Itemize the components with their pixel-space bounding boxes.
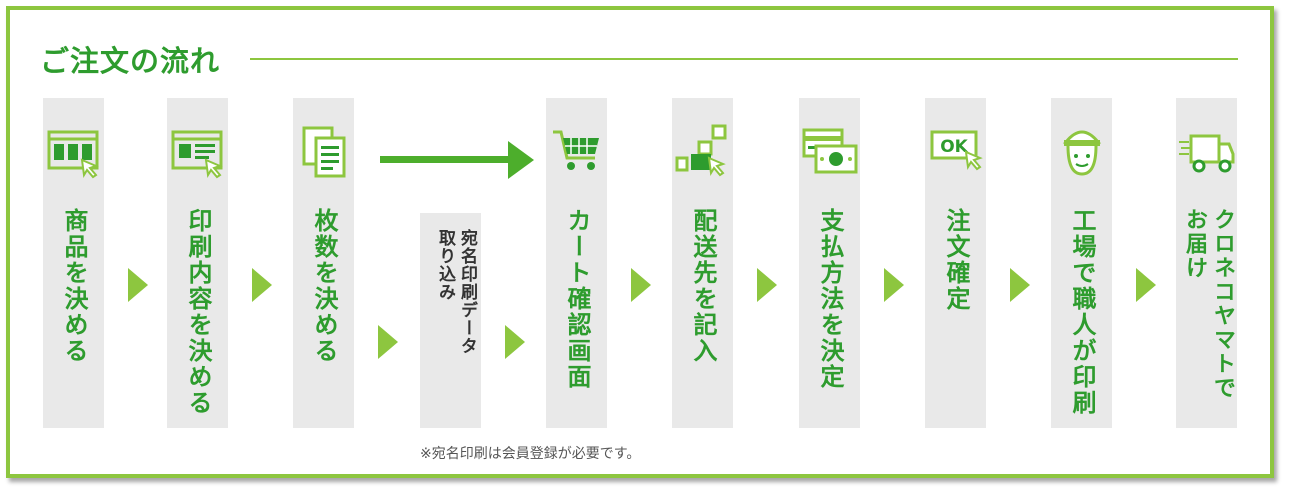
step-address-data-import: 宛名印刷データ 取り込み xyxy=(420,213,481,428)
step-label: 注文確定 xyxy=(942,208,970,312)
step-select-product: 商品を決める xyxy=(43,98,104,428)
step-label: 配送先を記入 xyxy=(689,208,717,364)
step-arrow xyxy=(252,268,272,302)
step-label: 枚数を決める xyxy=(310,208,338,364)
page-title: ご注文の流れ xyxy=(40,44,221,78)
step-label: 商品を決める xyxy=(60,208,88,364)
craftsman-icon xyxy=(1062,130,1102,176)
footnote: ※宛名印刷は会員登録が必要です。 xyxy=(420,446,641,462)
step-label: 工場で職人が印刷 xyxy=(1068,208,1096,416)
step-label: 宛名印刷データ 取り込み xyxy=(435,229,477,355)
step-arrow xyxy=(631,268,651,302)
product-window-icon xyxy=(47,130,99,179)
skip-arrow-head xyxy=(508,141,534,179)
step-yamato-delivery: クロネコヤマトで お届け xyxy=(1176,98,1237,428)
ok-text: OK xyxy=(940,137,968,157)
step-label: カート確認画面 xyxy=(563,208,591,390)
skip-arrow-line xyxy=(380,156,510,163)
step-arrow xyxy=(378,325,398,359)
step-payment-method: 支払方法を決定 xyxy=(799,98,860,428)
step-print-content: 印刷内容を決める xyxy=(167,98,228,428)
delivery-address-icon xyxy=(675,124,727,177)
step-cart-confirm: カート確認画面 xyxy=(546,98,607,428)
payment-card-icon xyxy=(802,128,858,174)
step-quantity: 枚数を決める xyxy=(293,98,354,428)
step-delivery-address: 配送先を記入 xyxy=(672,98,733,428)
delivery-truck-icon xyxy=(1179,134,1235,173)
layout-window-icon xyxy=(171,130,223,179)
step-arrow xyxy=(128,268,148,302)
step-order-confirm: OK 注文確定 xyxy=(925,98,986,428)
step-arrow xyxy=(757,268,777,302)
cart-icon xyxy=(553,130,599,170)
step-label: クロネコヤマトで お届け xyxy=(1182,208,1235,400)
step-arrow xyxy=(1136,268,1156,302)
step-factory-print: 工場で職人が印刷 xyxy=(1051,98,1112,428)
step-arrow xyxy=(884,268,904,302)
step-arrow xyxy=(1010,268,1030,302)
step-arrow xyxy=(505,325,525,359)
ok-button-icon: OK xyxy=(930,130,983,171)
step-label: 支払方法を決定 xyxy=(816,208,844,390)
step-label: 印刷内容を決める xyxy=(184,208,212,416)
title-divider xyxy=(250,58,1238,60)
documents-icon xyxy=(302,126,346,178)
